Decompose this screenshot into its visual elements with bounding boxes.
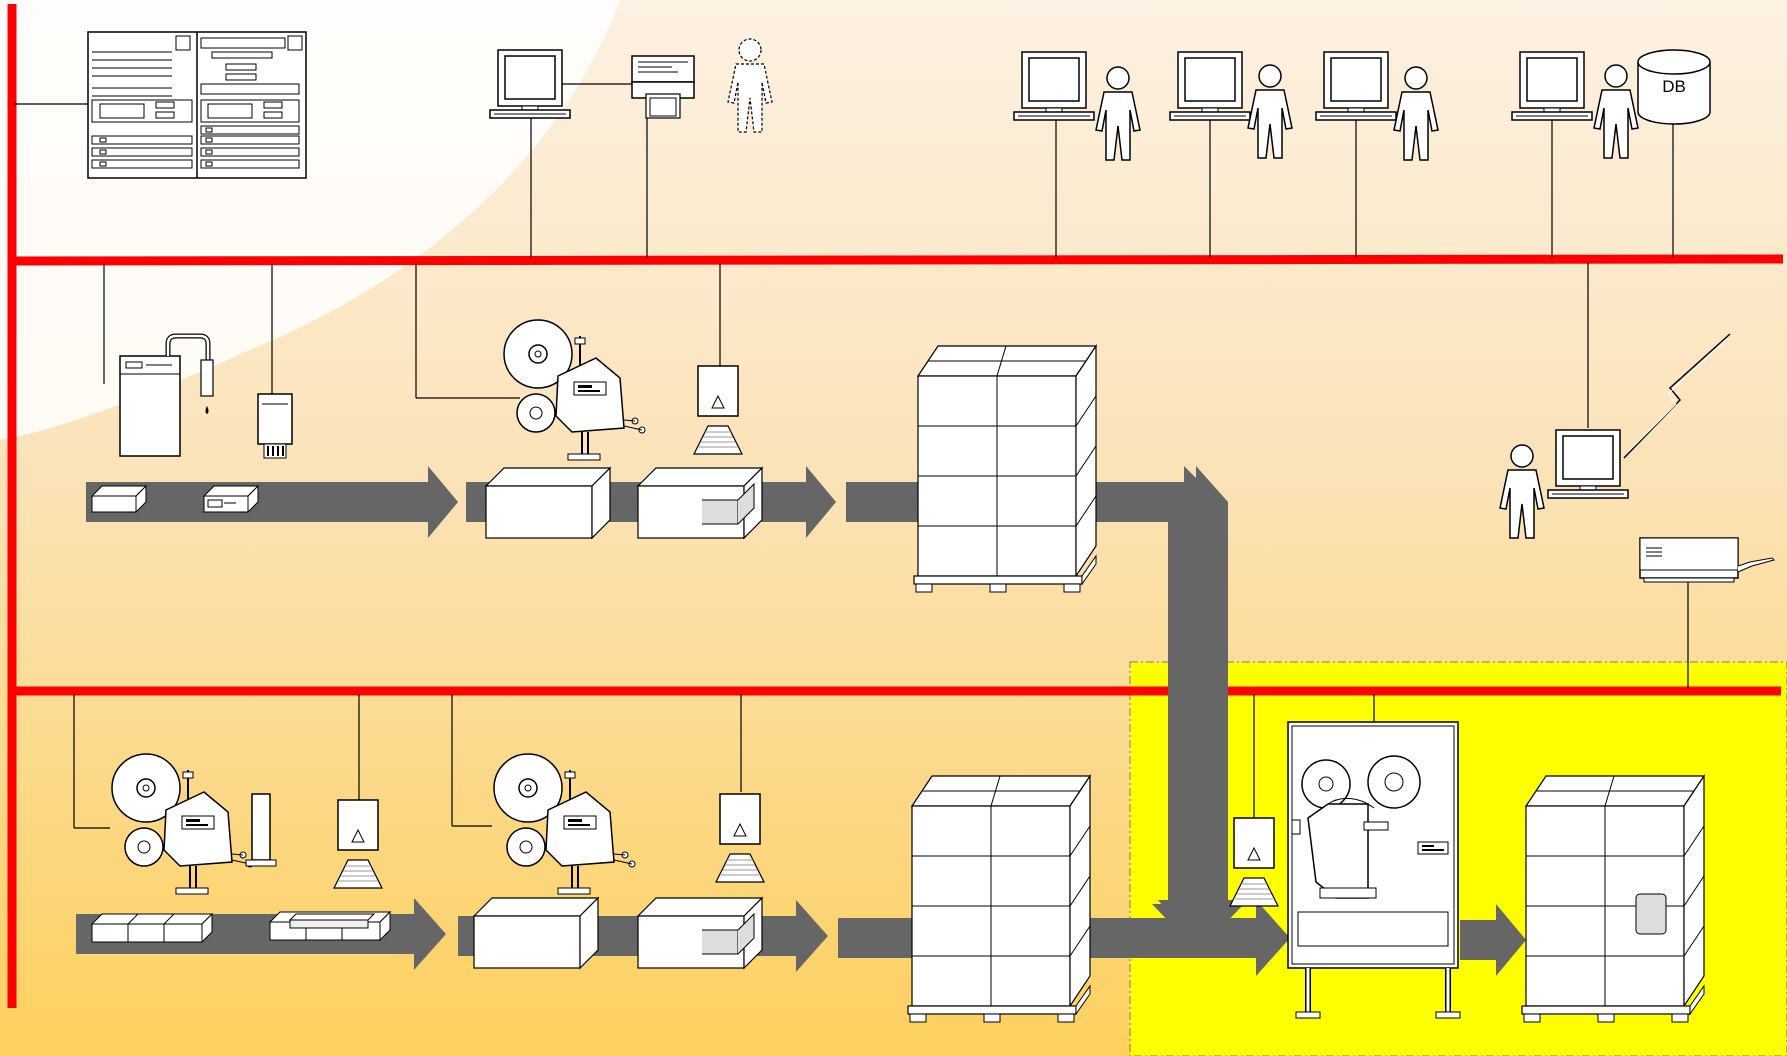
pallet-scanner [1229, 817, 1279, 907]
package-group [90, 912, 214, 944]
photo-sensor [245, 793, 277, 867]
shipping-box [485, 467, 611, 539]
small-package [202, 484, 260, 514]
database-icon: DB [1637, 49, 1711, 125]
conveyor-arrow [86, 466, 458, 538]
shipping-box [473, 897, 599, 969]
person-icon [727, 38, 773, 133]
wireless-signal-icon [1623, 333, 1731, 459]
network-bus-level-1 [11, 254, 1784, 266]
connection-lines [14, 103, 1689, 829]
label-printer [1639, 537, 1775, 583]
conveyor-arrow-turn [846, 466, 1244, 952]
server-rack [87, 31, 307, 179]
barcode-reader [257, 393, 293, 459]
labeled-box [636, 896, 764, 970]
office-printer [631, 55, 695, 119]
wireless-signal-icon [1627, 337, 1729, 453]
small-package [90, 484, 148, 514]
conveyor-arrow [1460, 904, 1526, 976]
labeled-pallet [1521, 775, 1705, 1023]
pallet-labeling-machine [1287, 721, 1461, 1019]
inkjet-printer [119, 333, 214, 457]
label-scanner [693, 365, 743, 455]
database-label: DB [1662, 77, 1686, 96]
loaded-pallet [907, 775, 1091, 1023]
package-group-labeled [268, 910, 392, 942]
loaded-pallet [913, 345, 1097, 593]
label-scanner [715, 793, 765, 883]
pallet-label [1635, 893, 1667, 935]
network-lines [7, 4, 1784, 1008]
label-scanner [333, 799, 383, 889]
labeled-box [636, 466, 764, 540]
